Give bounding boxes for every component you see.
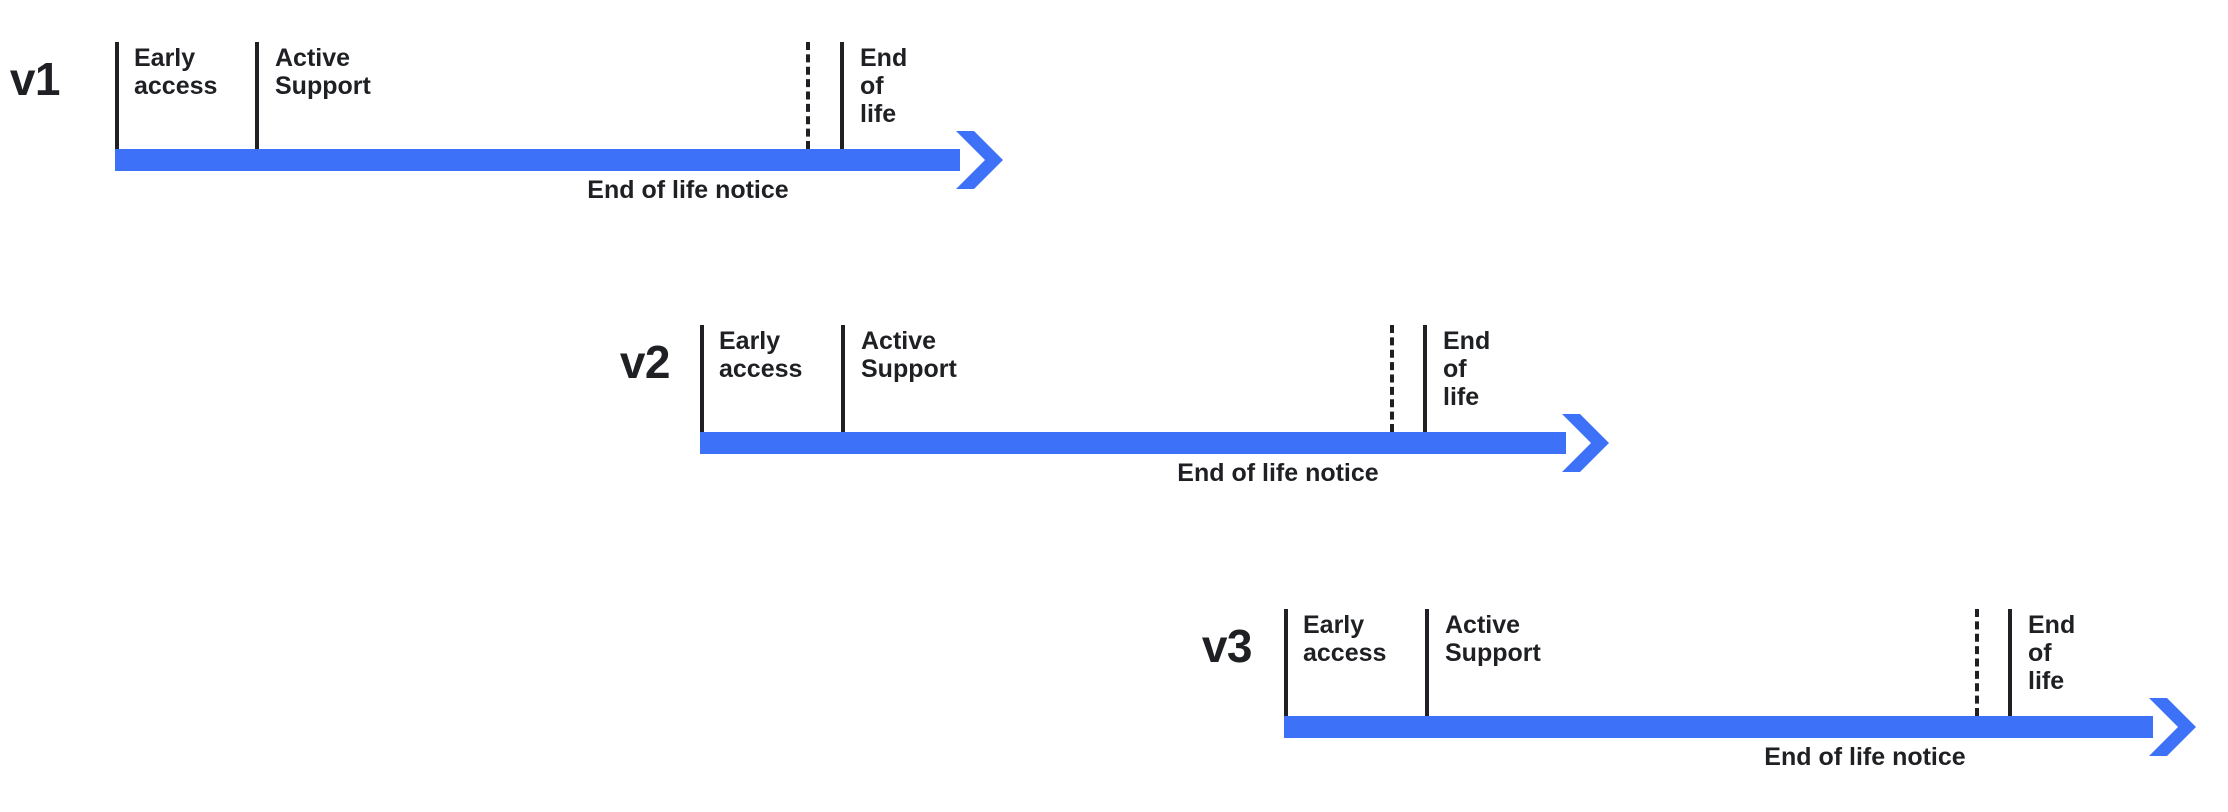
phase-divider-end-of-life-v1 <box>840 42 844 149</box>
phase-divider-start-v3 <box>1284 609 1288 716</box>
phase-divider-active-support-v2 <box>841 325 845 432</box>
timeline-arrowhead-icon-v1 <box>950 131 1012 189</box>
end-of-life-notice-marker-v3 <box>1975 609 1979 716</box>
phase-label-active-support-v1: Active Support <box>275 44 371 100</box>
phase-label-early-access-v2: Early access <box>719 327 803 383</box>
notice-label-v2: End of life notice <box>1177 459 1379 487</box>
end-of-life-notice-marker-v2 <box>1390 325 1394 432</box>
timeline-bar-v1 <box>115 149 960 171</box>
phase-label-end-of-life-v1: End of life <box>860 44 908 128</box>
notice-label-v3: End of life notice <box>1764 743 1966 771</box>
timeline-bar-v2 <box>700 432 1566 454</box>
version-label-v3: v3 <box>1201 620 1253 672</box>
phase-divider-start-v1 <box>115 42 119 149</box>
phase-divider-end-of-life-v2 <box>1423 325 1427 432</box>
version-label-v2: v2 <box>619 336 671 388</box>
notice-label-v1: End of life notice <box>587 176 789 204</box>
phase-label-active-support-v3: Active Support <box>1445 611 1541 667</box>
phase-divider-start-v2 <box>700 325 704 432</box>
phase-label-end-of-life-v2: End of life <box>1443 327 1491 411</box>
phase-divider-end-of-life-v3 <box>2008 609 2012 716</box>
phase-label-early-access-v3: Early access <box>1303 611 1387 667</box>
timeline-bar-v3 <box>1284 716 2153 738</box>
phase-divider-active-support-v3 <box>1425 609 1429 716</box>
timeline-arrowhead-icon-v3 <box>2143 698 2205 756</box>
phase-divider-active-support-v1 <box>255 42 259 149</box>
phase-label-end-of-life-v3: End of life <box>2028 611 2076 695</box>
phase-label-active-support-v2: Active Support <box>861 327 957 383</box>
phase-label-early-access-v1: Early access <box>134 44 218 100</box>
end-of-life-notice-marker-v1 <box>806 42 810 149</box>
version-label-v1: v1 <box>9 53 61 105</box>
timeline-arrowhead-icon-v2 <box>1556 414 1618 472</box>
